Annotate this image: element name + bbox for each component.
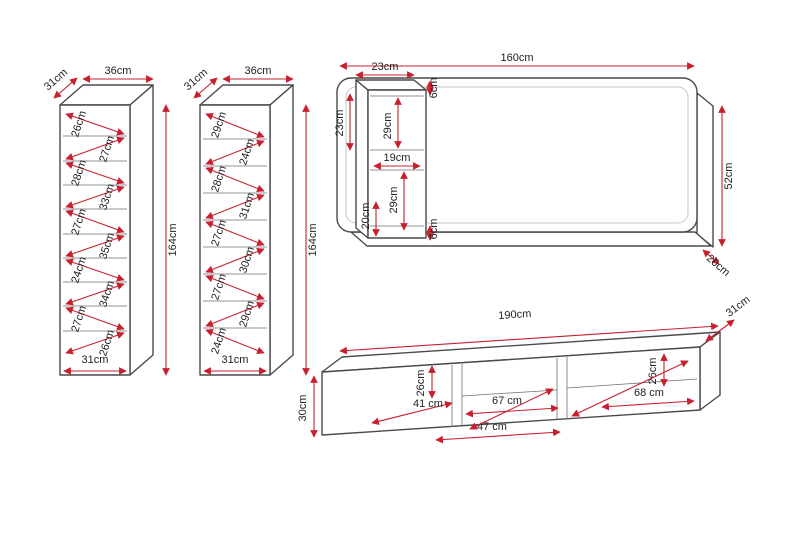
stand-compartment-label: 68 cm [634, 387, 664, 399]
tall-cabinet-2: 31cm 36cm 164cm 29cm 24cm 28cm 31cm 27cm… [182, 65, 319, 376]
cabinet1-width-label: 36cm [105, 65, 132, 77]
stand-compartment-label: 67 cm [492, 395, 522, 407]
stand-compartment-label: 41 cm [413, 398, 443, 410]
wall-panel-outline [336, 77, 714, 248]
tall-cabinet-1: 31cm 36cm 164cm 26cm 27cm 28cm 33cm 27cm… [42, 65, 179, 376]
stand-right-inner-height-label: 26cm [647, 358, 659, 385]
shelf-bottom-thickness-label: 6cm [428, 219, 440, 240]
shelf-upper-height-label: 29cm [382, 113, 394, 140]
stand-left-inner-height-label: 26cm [415, 370, 427, 397]
stand-compartment-label: 47 cm [477, 421, 507, 433]
cabinet1-height-label: 164cm [167, 223, 179, 256]
cabinet2-height-label: 164cm [307, 223, 319, 256]
shelf-side-depth-label: 23cm [334, 110, 346, 137]
wall-panel: 160cm 52cm 20cm [336, 52, 735, 279]
stand-height-label: 30cm [297, 395, 309, 422]
shelf-inner-width-label: 19cm [384, 152, 411, 164]
stand-width-label: 190cm [498, 308, 532, 322]
cabinet1-dimensions: 31cm 36cm 164cm 26cm 27cm 28cm 33cm 27cm… [42, 65, 179, 376]
shelf-lower-height-label: 29cm [388, 187, 400, 214]
tv-stand-outline [321, 331, 721, 436]
cabinet2-width-label: 36cm [245, 65, 272, 77]
cabinet2-inner-width-label: 31cm [222, 354, 249, 366]
shelf-top-thickness-label: 6cm [428, 78, 440, 99]
panel-depth-label: 20cm [704, 252, 732, 279]
wall-shelf-unit: 23cm 23cm 29cm 19cm 29cm 20cm 6cm 6cm [334, 61, 440, 241]
stand-depth-label: 31cm [724, 294, 753, 320]
wall-shelf-dimensions: 23cm 23cm 29cm 19cm 29cm 20cm 6cm 6cm [334, 61, 440, 241]
tv-stand: 190cm 31cm 30cm 26cm 26cm 41 cm 67 cm 47… [297, 294, 753, 444]
panel-width-label: 160cm [500, 52, 533, 64]
shelf-width-label: 23cm [372, 61, 399, 73]
panel-height-label: 52cm [723, 163, 735, 190]
shelf-bottom-depth-label: 20cm [360, 203, 372, 230]
cabinet2-depth-label: 31cm [182, 66, 210, 93]
cabinet1-inner-width-label: 31cm [82, 354, 109, 366]
cabinet1-depth-label: 31cm [42, 66, 70, 93]
